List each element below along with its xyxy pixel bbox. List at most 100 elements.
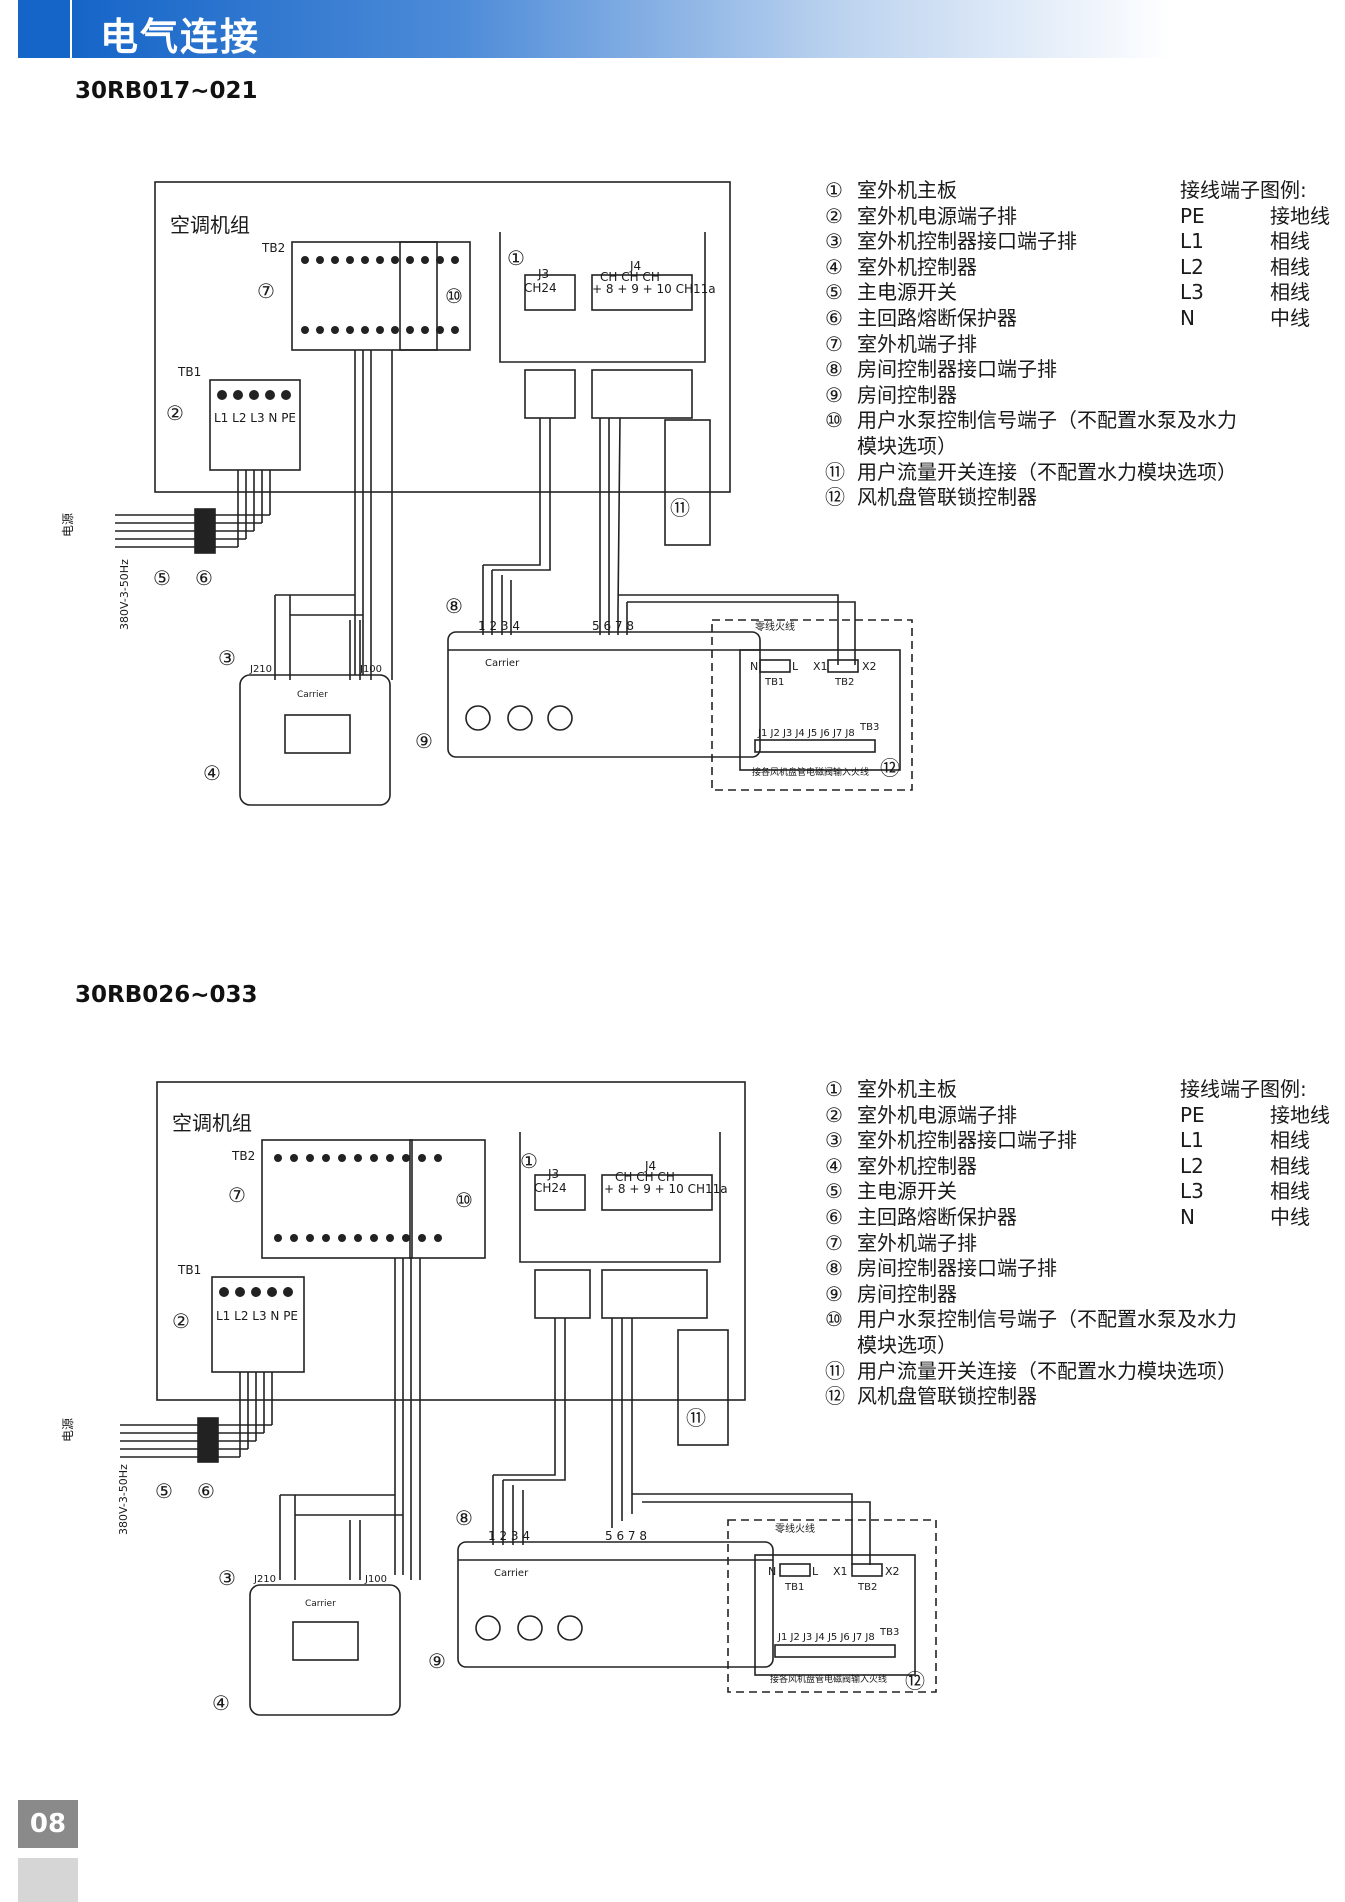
j-terms: J1 J2 J3 J4 J5 J6 J7 J8 bbox=[757, 728, 855, 739]
callout-1: ① bbox=[520, 1149, 538, 1173]
ch24-label: CH24 bbox=[534, 1181, 567, 1195]
x1-label: X1 bbox=[833, 1565, 848, 1578]
x1-label: X1 bbox=[813, 660, 828, 673]
carrier-logo-text: Carrier bbox=[494, 1568, 529, 1579]
callout-12: ⑫ bbox=[905, 1669, 925, 1693]
callout-4: ④ bbox=[212, 1691, 230, 1715]
page-tab-decoration bbox=[18, 1858, 78, 1902]
j4-label: J4 bbox=[644, 1159, 656, 1173]
wiring-diagram-svg-2: 空调机组 TB2 TB1 L1 L2 L3 N PE J3 J4 CH24 CH… bbox=[61, 1081, 937, 1716]
j-terms: J1 J2 J3 J4 J5 J6 J7 J8 bbox=[777, 1632, 875, 1643]
callout-11: ⑪ bbox=[686, 1406, 706, 1430]
fc-note: 接各风机盘管电磁阀输入火线 bbox=[752, 766, 869, 778]
callout-8: ⑧ bbox=[455, 1506, 473, 1530]
carrier-logo-text: Carrier bbox=[485, 658, 520, 669]
zero-fire-label: 零线火线 bbox=[775, 1522, 815, 1535]
ch-row1: CH CH CH bbox=[600, 270, 660, 284]
callout-5: ⑤ bbox=[155, 1479, 173, 1503]
wiring-diagram-1: 空调机组 TB2 TB1 L1 L2 L3 N PE J3 J4 CH24 CH… bbox=[0, 170, 1000, 870]
tb2-fc-label: TB2 bbox=[857, 1582, 877, 1593]
callout-3: ③ bbox=[218, 1566, 236, 1590]
l-label: L bbox=[792, 660, 799, 673]
callout-6: ⑥ bbox=[195, 566, 213, 590]
callout-10: ⑩ bbox=[445, 284, 463, 308]
unit-label: 空调机组 bbox=[172, 1111, 252, 1135]
tb2-label: TB2 bbox=[231, 1149, 255, 1163]
legend-item: 模块选项） bbox=[857, 433, 957, 458]
callout-5: ⑤ bbox=[153, 566, 171, 590]
n-label: N bbox=[750, 660, 758, 673]
x2-label: X2 bbox=[862, 660, 877, 673]
power-label: 电源 bbox=[61, 1418, 75, 1442]
term-5678: 5 6 7 8 bbox=[605, 1529, 647, 1543]
tb1-label: TB1 bbox=[177, 1263, 201, 1277]
ch24-label: CH24 bbox=[524, 281, 557, 295]
key-title: 接线端子图例: bbox=[1180, 178, 1307, 202]
ch-row1: CH CH CH bbox=[615, 1170, 675, 1184]
wiring-diagram-svg-1: 空调机组 TB2 TB1 L1 L2 L3 N PE J3 J4 CH24 CH… bbox=[61, 181, 913, 806]
x2-label: X2 bbox=[885, 1565, 900, 1578]
callout-9: ⑨ bbox=[415, 729, 433, 753]
j210-label: J210 bbox=[249, 664, 272, 675]
callout-1: ① bbox=[507, 246, 525, 270]
tb1-terminals: L1 L2 L3 N PE bbox=[214, 411, 296, 425]
header-accent-block bbox=[18, 0, 70, 58]
power-spec: 380V-3-50Hz bbox=[117, 1464, 130, 1535]
callout-9: ⑨ bbox=[428, 1649, 446, 1673]
tb3-label: TB3 bbox=[879, 1627, 899, 1638]
header-bar: 电气连接 bbox=[0, 0, 1345, 59]
callout-8: ⑧ bbox=[445, 594, 463, 618]
tb3-label: TB3 bbox=[859, 722, 879, 733]
section-2-model: 30RB026~033 bbox=[75, 982, 258, 1008]
power-spec: 380V-3-50Hz bbox=[118, 559, 131, 630]
fc-note: 接各风机盘管电磁阀输入火线 bbox=[770, 1673, 887, 1685]
section-1-model: 30RB017~021 bbox=[75, 78, 258, 104]
tb1-fc-label: TB1 bbox=[764, 677, 784, 688]
j100-label: J100 bbox=[364, 1574, 387, 1585]
tb2-label: TB2 bbox=[261, 241, 285, 255]
callout-7: ⑦ bbox=[257, 279, 275, 303]
header-gradient bbox=[72, 0, 1172, 58]
ch-row2: + 8 + 9 + 10 CH11a bbox=[604, 1182, 728, 1196]
tb2-block bbox=[291, 241, 438, 351]
n-label: N bbox=[768, 1565, 776, 1578]
j3-label: J3 bbox=[547, 1167, 559, 1181]
carrier-logo-text-2: Carrier bbox=[297, 690, 328, 700]
j210-label: J210 bbox=[253, 1574, 276, 1585]
callout-4: ④ bbox=[203, 761, 221, 785]
tb1-terminals: L1 L2 L3 N PE bbox=[216, 1309, 298, 1323]
key-title: 接线端子图例: bbox=[1180, 1077, 1307, 1101]
legend-item: 模块选项） bbox=[857, 1332, 957, 1357]
tb1-label: TB1 bbox=[177, 365, 201, 379]
j100-label: J100 bbox=[359, 664, 382, 675]
callout-12: ⑫ bbox=[880, 756, 900, 780]
page-title: 电气连接 bbox=[100, 15, 261, 59]
